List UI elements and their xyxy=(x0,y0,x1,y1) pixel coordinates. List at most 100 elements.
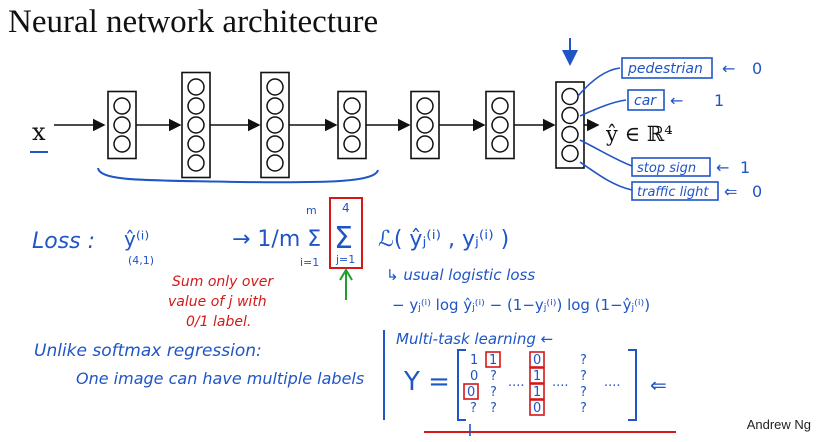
matrix-left-bracket xyxy=(457,349,466,421)
neuron-l2-3 xyxy=(187,116,205,134)
layer-box-5 xyxy=(410,90,440,160)
m-c4-r4: ? xyxy=(580,401,587,416)
neuron-l6-3 xyxy=(491,135,509,153)
input-x-label: x xyxy=(32,118,46,146)
m-c2-r2: ? xyxy=(490,369,497,384)
neuron-l3-2 xyxy=(266,97,284,115)
m-c3-r4: 0 xyxy=(533,401,541,416)
pedestrian-value: 0 xyxy=(752,59,762,78)
m-c3-r3: 1 xyxy=(533,385,541,400)
loss-L-expression: ℒ( ŷⱼ⁽ⁱ⁾ , yⱼ⁽ⁱ⁾ ) xyxy=(378,227,509,252)
m-dots-1: .... xyxy=(508,375,525,390)
neuron-l5-3 xyxy=(416,135,434,153)
layer-box-3 xyxy=(260,71,290,179)
sum-lower-limit: i=1 xyxy=(300,256,319,269)
car-box xyxy=(627,89,665,111)
logistic-loss-formula: − yⱼ⁽ⁱ⁾ log ŷⱼ⁽ⁱ⁾ − (1−yⱼ⁽ⁱ⁾) log (1−ŷⱼ⁽… xyxy=(392,296,650,314)
m-c3-r4-box xyxy=(529,399,545,416)
inner-sum-highlight xyxy=(329,197,363,269)
neuron-l2-2 xyxy=(187,97,205,115)
traffic-light-value: 0 xyxy=(752,182,762,201)
slide-title: Neural network architecture xyxy=(8,4,379,40)
m-c2-r1-box xyxy=(485,351,501,368)
hidden-layers-brace xyxy=(97,167,379,184)
neuron-l6-2 xyxy=(491,116,509,134)
car-arrow: ← xyxy=(670,91,683,110)
output-labels: pedestrian ← 0 car ← 1 stop sign ← 1 tra… xyxy=(577,57,762,201)
loss-yhat: ŷ⁽ⁱ⁾ xyxy=(124,227,149,251)
pedestrian-arrow: ← xyxy=(722,59,735,78)
traffic-light-label: traffic light xyxy=(637,185,709,200)
car-label: car xyxy=(634,93,657,109)
car-value: 1 xyxy=(714,91,724,110)
m-c3-r1-box xyxy=(529,351,545,368)
neuron-l1-3 xyxy=(113,135,131,153)
neuron-l3-4 xyxy=(266,135,284,153)
stop-sign-label: stop sign xyxy=(637,161,696,176)
pedestrian-label: pedestrian xyxy=(627,61,703,77)
traffic-light-connector xyxy=(579,161,633,191)
neuron-l1-1 xyxy=(113,97,131,115)
neuron-l2-5 xyxy=(187,154,205,172)
matrix-right-bracket xyxy=(628,349,637,421)
stop-sign-box xyxy=(631,157,711,177)
matrix-arrow: ⇐ xyxy=(650,373,667,397)
green-arrow-head xyxy=(339,268,353,281)
m-c3-r3-box xyxy=(529,383,545,400)
traffic-light-arrow: ⇐ xyxy=(724,182,737,201)
layer-box-4 xyxy=(337,90,367,160)
loss-formula-prefix: → 1/m Σ xyxy=(232,227,321,252)
sum-upper-limit: m xyxy=(306,204,317,217)
pedestrian-box xyxy=(621,57,713,79)
red-note-line-1: Sum only over xyxy=(172,274,274,290)
m-c3-r2-box xyxy=(529,367,545,384)
m-dots-3: .... xyxy=(604,375,621,390)
m-c1-r3-box xyxy=(463,383,479,400)
neuron-l7-1 xyxy=(561,87,579,106)
inner-sum-lower: j=1 xyxy=(335,253,355,266)
m-c3-r1: 0 xyxy=(533,353,541,368)
m-c4-r3: ? xyxy=(580,385,587,400)
neuron-l3-5 xyxy=(266,154,284,172)
stop-sign-arrow: ← xyxy=(716,158,729,177)
slide-footer: Andrew Ng xyxy=(746,417,811,432)
red-note: Sum only over value of j with 0/1 label. xyxy=(168,274,274,330)
usual-loss-note: ↳ usual logistic loss xyxy=(386,266,535,284)
m-c1-r2: 0 xyxy=(470,369,478,384)
m-c1-r1: 1 xyxy=(470,353,478,368)
multitask-label: Multi-task learning ← xyxy=(396,330,553,348)
neuron-l2-1 xyxy=(187,78,205,96)
layer-box-2 xyxy=(181,71,211,179)
stop-sign-connector xyxy=(579,139,633,167)
neuron-l7-4 xyxy=(561,144,579,163)
m-dots-2: .... xyxy=(552,375,569,390)
inner-sum-symbol: Σ xyxy=(334,221,353,256)
car-connector xyxy=(579,99,627,117)
neuron-l5-2 xyxy=(416,116,434,134)
pedestrian-connector xyxy=(577,67,621,97)
neuron-l3-3 xyxy=(266,116,284,134)
m-c1-r4: ? xyxy=(470,401,477,416)
loss-label: Loss : xyxy=(32,229,95,254)
Y-label: Y = xyxy=(403,367,450,397)
inner-sum-upper: 4 xyxy=(342,201,350,215)
label-matrix: 1 0 0 ? 1 ? ? ? .... 0 1 1 0 .... ? ? ? … xyxy=(463,351,621,416)
red-note-line-3: 0/1 label. xyxy=(186,314,251,330)
m-c2-r3: ? xyxy=(490,385,497,400)
neuron-l3-1 xyxy=(266,78,284,96)
neural-network xyxy=(54,71,600,179)
loss-shape: (4,1) xyxy=(128,254,154,267)
neuron-l4-2 xyxy=(343,116,361,134)
neuron-l5-1 xyxy=(416,97,434,115)
neuron-l2-4 xyxy=(187,135,205,153)
layer-box-6 xyxy=(485,90,515,160)
neuron-l4-3 xyxy=(343,135,361,153)
neuron-l7-2 xyxy=(561,106,579,125)
output-yhat-label: ŷ ∈ ℝ⁴ xyxy=(605,122,673,146)
m-c1-r3: 0 xyxy=(467,385,475,400)
neuron-l4-1 xyxy=(343,97,361,115)
softmax-note-1: Unlike softmax regression: xyxy=(34,341,262,361)
m-c4-r1: ? xyxy=(580,353,587,368)
red-note-line-2: value of j with xyxy=(168,294,267,310)
